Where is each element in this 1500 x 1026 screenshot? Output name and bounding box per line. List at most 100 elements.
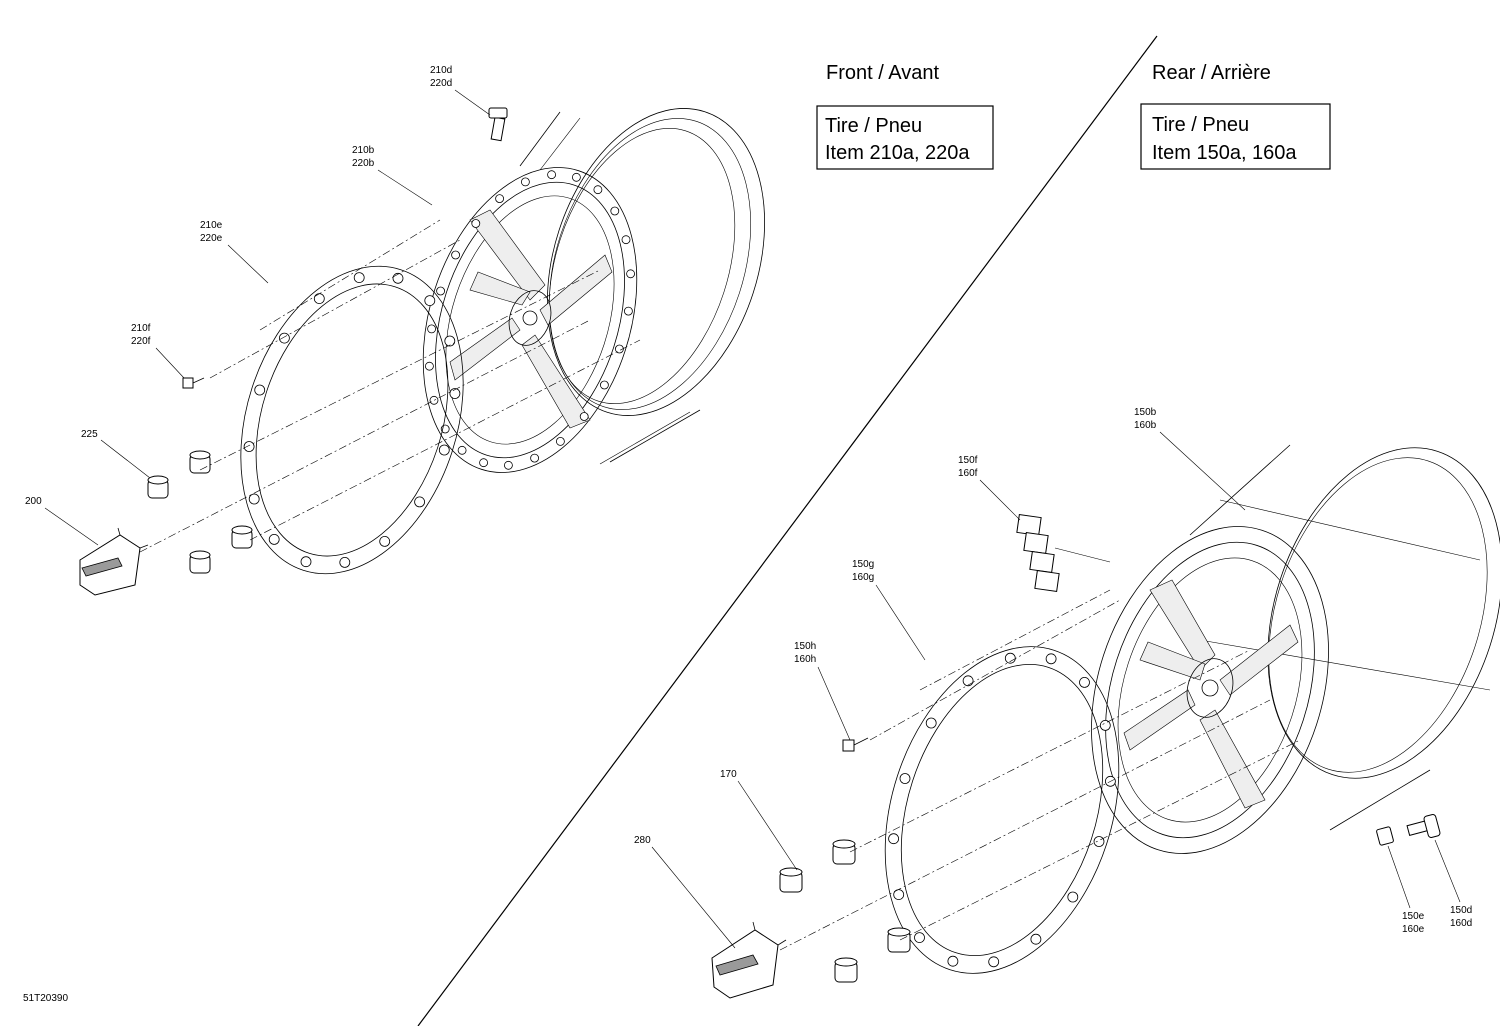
rim-bolt-hole — [621, 235, 631, 245]
svg-text:150d: 150d — [1450, 905, 1472, 916]
ring-bolt-hole — [899, 773, 911, 784]
rim-bolt-hole — [471, 219, 481, 228]
svg-text:170: 170 — [720, 769, 737, 780]
rear-tire-label: Tire / Pneu — [1152, 114, 1249, 136]
ring-bolt-hole — [1067, 891, 1079, 903]
svg-text:210e: 210e — [200, 220, 223, 231]
rear-axis-line-2 — [849, 649, 1251, 853]
svg-text:200: 200 — [25, 496, 42, 507]
rear-axis-line-4 — [869, 599, 1121, 741]
front-wheel-assembly — [422, 108, 766, 473]
ring-bolt-hole — [914, 932, 925, 943]
svg-text:150b: 150b — [1134, 407, 1157, 418]
svg-text:160e: 160e — [1402, 924, 1425, 935]
svg-text:160b: 160b — [1134, 420, 1157, 431]
callout-150f: 150f 160f — [958, 455, 1021, 521]
rear-balance-weights — [1016, 513, 1111, 593]
front-axis-line-5 — [259, 219, 441, 331]
front-axis-line-2 — [199, 269, 601, 471]
ring-bolt-hole — [988, 956, 1000, 968]
front-axis-line-1 — [139, 319, 591, 553]
ring-bolt-hole — [925, 717, 937, 729]
svg-text:160d: 160d — [1450, 918, 1472, 929]
ring-bolt-hole — [353, 272, 365, 284]
callout-200: 200 — [25, 496, 99, 546]
rim-bolt-hole — [429, 395, 439, 405]
rim-bolt-hole — [624, 306, 633, 316]
rim-bolt-hole — [600, 380, 609, 390]
rear-ring-bolt — [842, 737, 869, 752]
front-tire-label: Tire / Pneu — [825, 115, 922, 137]
ring-bolt-hole — [414, 496, 426, 508]
callout-210e: 210e 220e — [200, 220, 269, 284]
callout-170: 170 — [720, 769, 798, 871]
ring-bolt-hole — [1045, 653, 1057, 665]
ring-bolt-hole — [1004, 652, 1016, 664]
rim-bolt-hole — [530, 453, 539, 463]
rim-bolt-hole — [457, 445, 467, 455]
rear-hub-cap — [711, 921, 787, 999]
callout-150b: 150b 160b — [1134, 407, 1246, 511]
front-ring-bolt — [182, 377, 205, 389]
rim-bolt-hole — [451, 250, 461, 260]
front-tire-box: Tire / Pneu Item 210a, 220a — [816, 105, 994, 170]
ring-bolt-hole — [392, 272, 404, 284]
rim-bolt-hole — [626, 269, 635, 279]
callout-150g: 150g 160g — [852, 559, 926, 661]
rear-valve-stem — [1406, 813, 1441, 839]
svg-text:220b: 220b — [352, 158, 375, 169]
front-axis-line-3 — [249, 339, 641, 541]
callout-210d: 210d 220d — [430, 65, 491, 116]
ring-bolt-hole — [438, 444, 450, 456]
front-hub-cap — [79, 527, 149, 596]
rear-tire-items: Item 150a, 160a — [1152, 142, 1297, 164]
svg-text:160f: 160f — [958, 468, 978, 479]
rim-bolt-hole — [521, 177, 530, 187]
rear-lug-nuts — [779, 839, 911, 983]
callout-210f: 210f 220f — [131, 323, 185, 379]
ring-bolt-hole — [254, 384, 266, 396]
heading-front: Front / Avant — [826, 62, 939, 84]
ring-bolt-hole — [449, 388, 461, 399]
callout-280: 280 — [634, 835, 736, 949]
svg-text:210b: 210b — [352, 145, 375, 156]
ring-bolt-hole — [1030, 933, 1042, 945]
rear-valve-cap — [1376, 826, 1394, 846]
ring-bolt-hole — [962, 675, 974, 687]
callout-150d: 150d 160d — [1434, 839, 1472, 929]
rim-bolt-hole — [495, 194, 505, 204]
ring-bolt-hole — [1079, 677, 1090, 688]
ring-bolt-hole — [300, 556, 312, 568]
ring-bolt-hole — [379, 536, 391, 547]
callout-150h: 150h 160h — [794, 641, 851, 741]
ring-bolt-hole — [424, 295, 436, 307]
rim-bolt-hole — [556, 436, 565, 446]
svg-text:220d: 220d — [430, 78, 452, 89]
ring-bolt-hole — [339, 557, 351, 568]
rim-bolt-hole — [424, 361, 434, 371]
rim-bolt-hole — [579, 412, 589, 421]
ring-bolt-hole — [1099, 720, 1111, 731]
ring-bolt-hole — [444, 335, 456, 347]
svg-text:150e: 150e — [1402, 911, 1425, 922]
rim-bolt-hole — [615, 344, 624, 354]
front-tire-items: Item 210a, 220a — [825, 142, 970, 164]
svg-text:220f: 220f — [131, 336, 151, 347]
rim-bolt-hole — [610, 206, 620, 216]
callout-225: 225 — [81, 429, 151, 479]
svg-text:210d: 210d — [430, 65, 452, 76]
ring-bolt-hole — [1093, 836, 1105, 847]
ring-bolt-hole — [268, 534, 280, 545]
ring-bolt-hole — [248, 493, 260, 505]
svg-text:160h: 160h — [794, 654, 816, 665]
rear-wheel-assembly — [1091, 444, 1500, 854]
front-axis-line-4 — [209, 239, 461, 379]
front-lug-nuts — [147, 450, 253, 574]
svg-text:150h: 150h — [794, 641, 816, 652]
front-valve-stem — [488, 107, 508, 142]
svg-text:210f: 210f — [131, 323, 151, 334]
rear-tire-box: Tire / Pneu Item 150a, 160a — [1140, 103, 1331, 170]
rear-axis-line-3 — [899, 739, 1301, 941]
rim-bolt-hole — [572, 172, 581, 182]
